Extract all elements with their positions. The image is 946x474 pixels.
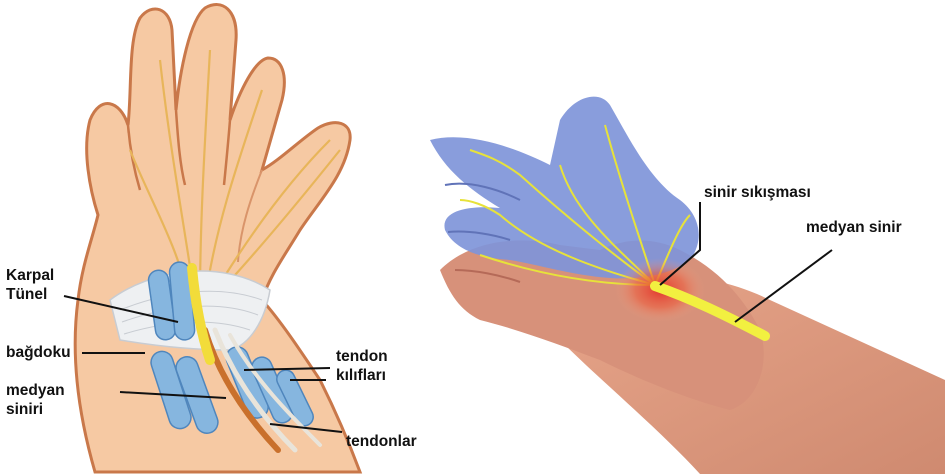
median-nerve-label-left-line1: medyan (6, 382, 65, 399)
median-nerve-label-right: medyan sinir (806, 219, 902, 236)
blue-overlay (430, 96, 699, 279)
right-median-nerve (650, 281, 770, 341)
right-hand-illustration (430, 96, 945, 474)
carpal-tunnel-label-line2: Tünel (6, 286, 48, 303)
leader-lines (63, 202, 833, 433)
median-nerve-label-left: medyan siniri (6, 381, 65, 419)
tendon-sheaths-label-line2: kılıfları (336, 367, 386, 384)
tendons-label: tendonlar (346, 433, 417, 450)
tendon-sheaths-label: tendon kılıfları (336, 347, 388, 385)
carpal-tunnel-label: Karpal Tünel (6, 266, 54, 304)
median-nerve-label-left-line2: siniri (6, 401, 44, 418)
ligament-label: bağdoku (6, 344, 71, 361)
left-hand-drawing (73, 3, 363, 474)
carpal-tunnel-label-line1: Karpal (6, 267, 55, 284)
tendon-sheaths-label-line1: tendon (336, 348, 388, 365)
left-median-nerve (187, 263, 215, 365)
nerve-compression-label: sinir sıkışması (704, 184, 811, 201)
